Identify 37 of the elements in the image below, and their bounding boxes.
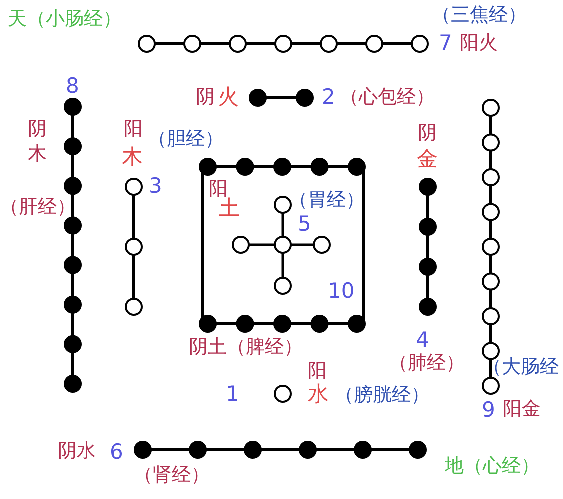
label-text: 阴 (418, 124, 437, 143)
label-text: 木 (28, 145, 47, 164)
meridian-label: （三焦经） (432, 6, 527, 25)
label-text: 阴 (28, 120, 47, 139)
meridian-label: （大肠经 (483, 358, 559, 377)
meridian-label: （胆经） (148, 130, 224, 149)
label-text: 阴 (196, 88, 215, 107)
number-label: 2 (322, 87, 336, 108)
label-text: 阳 (209, 180, 228, 199)
element-label: 木 (122, 147, 143, 168)
number-label: 3 (149, 176, 162, 197)
element-label: 金 (417, 149, 438, 170)
element-label: 火 (218, 87, 239, 108)
label-text: （肝经） (0, 198, 76, 217)
meridian-label: （胃经） (289, 191, 365, 210)
number-label: 8 (66, 76, 80, 97)
label-text: 阳 (124, 120, 143, 139)
label-text: 阳 (308, 362, 327, 381)
label-text: 阴土（脾经） (189, 338, 303, 357)
meridian-label: （膀胱经） (335, 386, 430, 405)
label-text: （心包经） (340, 88, 435, 107)
number-label: 6 (110, 442, 124, 463)
number-label: 5 (298, 214, 312, 235)
label-text: （肺经） (389, 354, 465, 373)
element-label: 土 (219, 198, 240, 219)
number-label: 4 (416, 330, 430, 351)
number-label: 1 (226, 384, 240, 405)
label-text: （肾经） (134, 466, 210, 485)
number-label: 9 (482, 400, 496, 421)
label-text: 阴水 (58, 442, 96, 461)
element-label: 水 (308, 384, 329, 405)
label-text: 地（心经） (445, 457, 540, 476)
number-label: 7 (439, 33, 452, 54)
label-text: 天（小肠经） (8, 10, 122, 29)
number-label: 10 (328, 281, 355, 302)
label-text: 阳火 (460, 34, 498, 53)
label-text: 阳金 (503, 400, 541, 419)
